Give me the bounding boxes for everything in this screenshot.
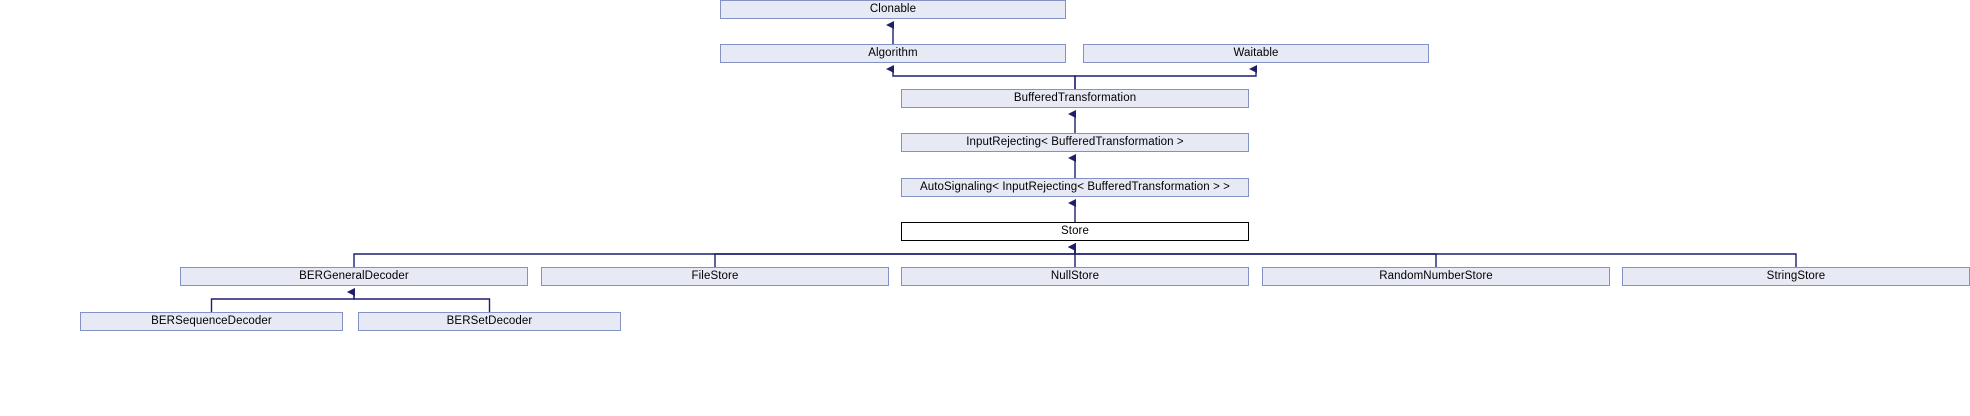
edge-bufferedtransformation-to-algorithm — [886, 65, 1076, 89]
edge-stringstore-to-store — [1068, 243, 1797, 267]
edge-bergeneraldecoder-to-store — [353, 243, 1076, 267]
class-node-bergeneraldecoder[interactable]: BERGeneralDecoder — [180, 267, 528, 286]
edge-bersetdecoder-to-bergeneraldecoder — [347, 288, 491, 312]
class-node-bersequencedecoder[interactable]: BERSequenceDecoder — [80, 312, 343, 331]
class-node-autosignaling[interactable]: AutoSignaling< InputRejecting< BufferedT… — [901, 178, 1249, 197]
class-node-clonable[interactable]: Clonable — [720, 0, 1066, 19]
class-node-bufferedtransformation[interactable]: BufferedTransformation — [901, 89, 1249, 108]
class-node-store[interactable]: Store — [901, 222, 1249, 241]
edge-bersequencedecoder-to-bergeneraldecoder — [210, 288, 355, 312]
class-node-inputrejecting[interactable]: InputRejecting< BufferedTransformation > — [901, 133, 1249, 152]
class-node-waitable[interactable]: Waitable — [1083, 44, 1429, 63]
edge-bufferedtransformation-to-waitable — [1074, 65, 1257, 89]
class-node-bersetdecoder[interactable]: BERSetDecoder — [358, 312, 621, 331]
class-node-filestore[interactable]: FileStore — [541, 267, 889, 286]
class-node-randomnumberstore[interactable]: RandomNumberStore — [1262, 267, 1610, 286]
edge-filestore-to-store — [714, 243, 1076, 267]
class-node-nullstore[interactable]: NullStore — [901, 267, 1249, 286]
edge-randomnumberstore-to-store — [1068, 243, 1437, 267]
class-node-stringstore[interactable]: StringStore — [1622, 267, 1970, 286]
class-node-algorithm[interactable]: Algorithm — [720, 44, 1066, 63]
